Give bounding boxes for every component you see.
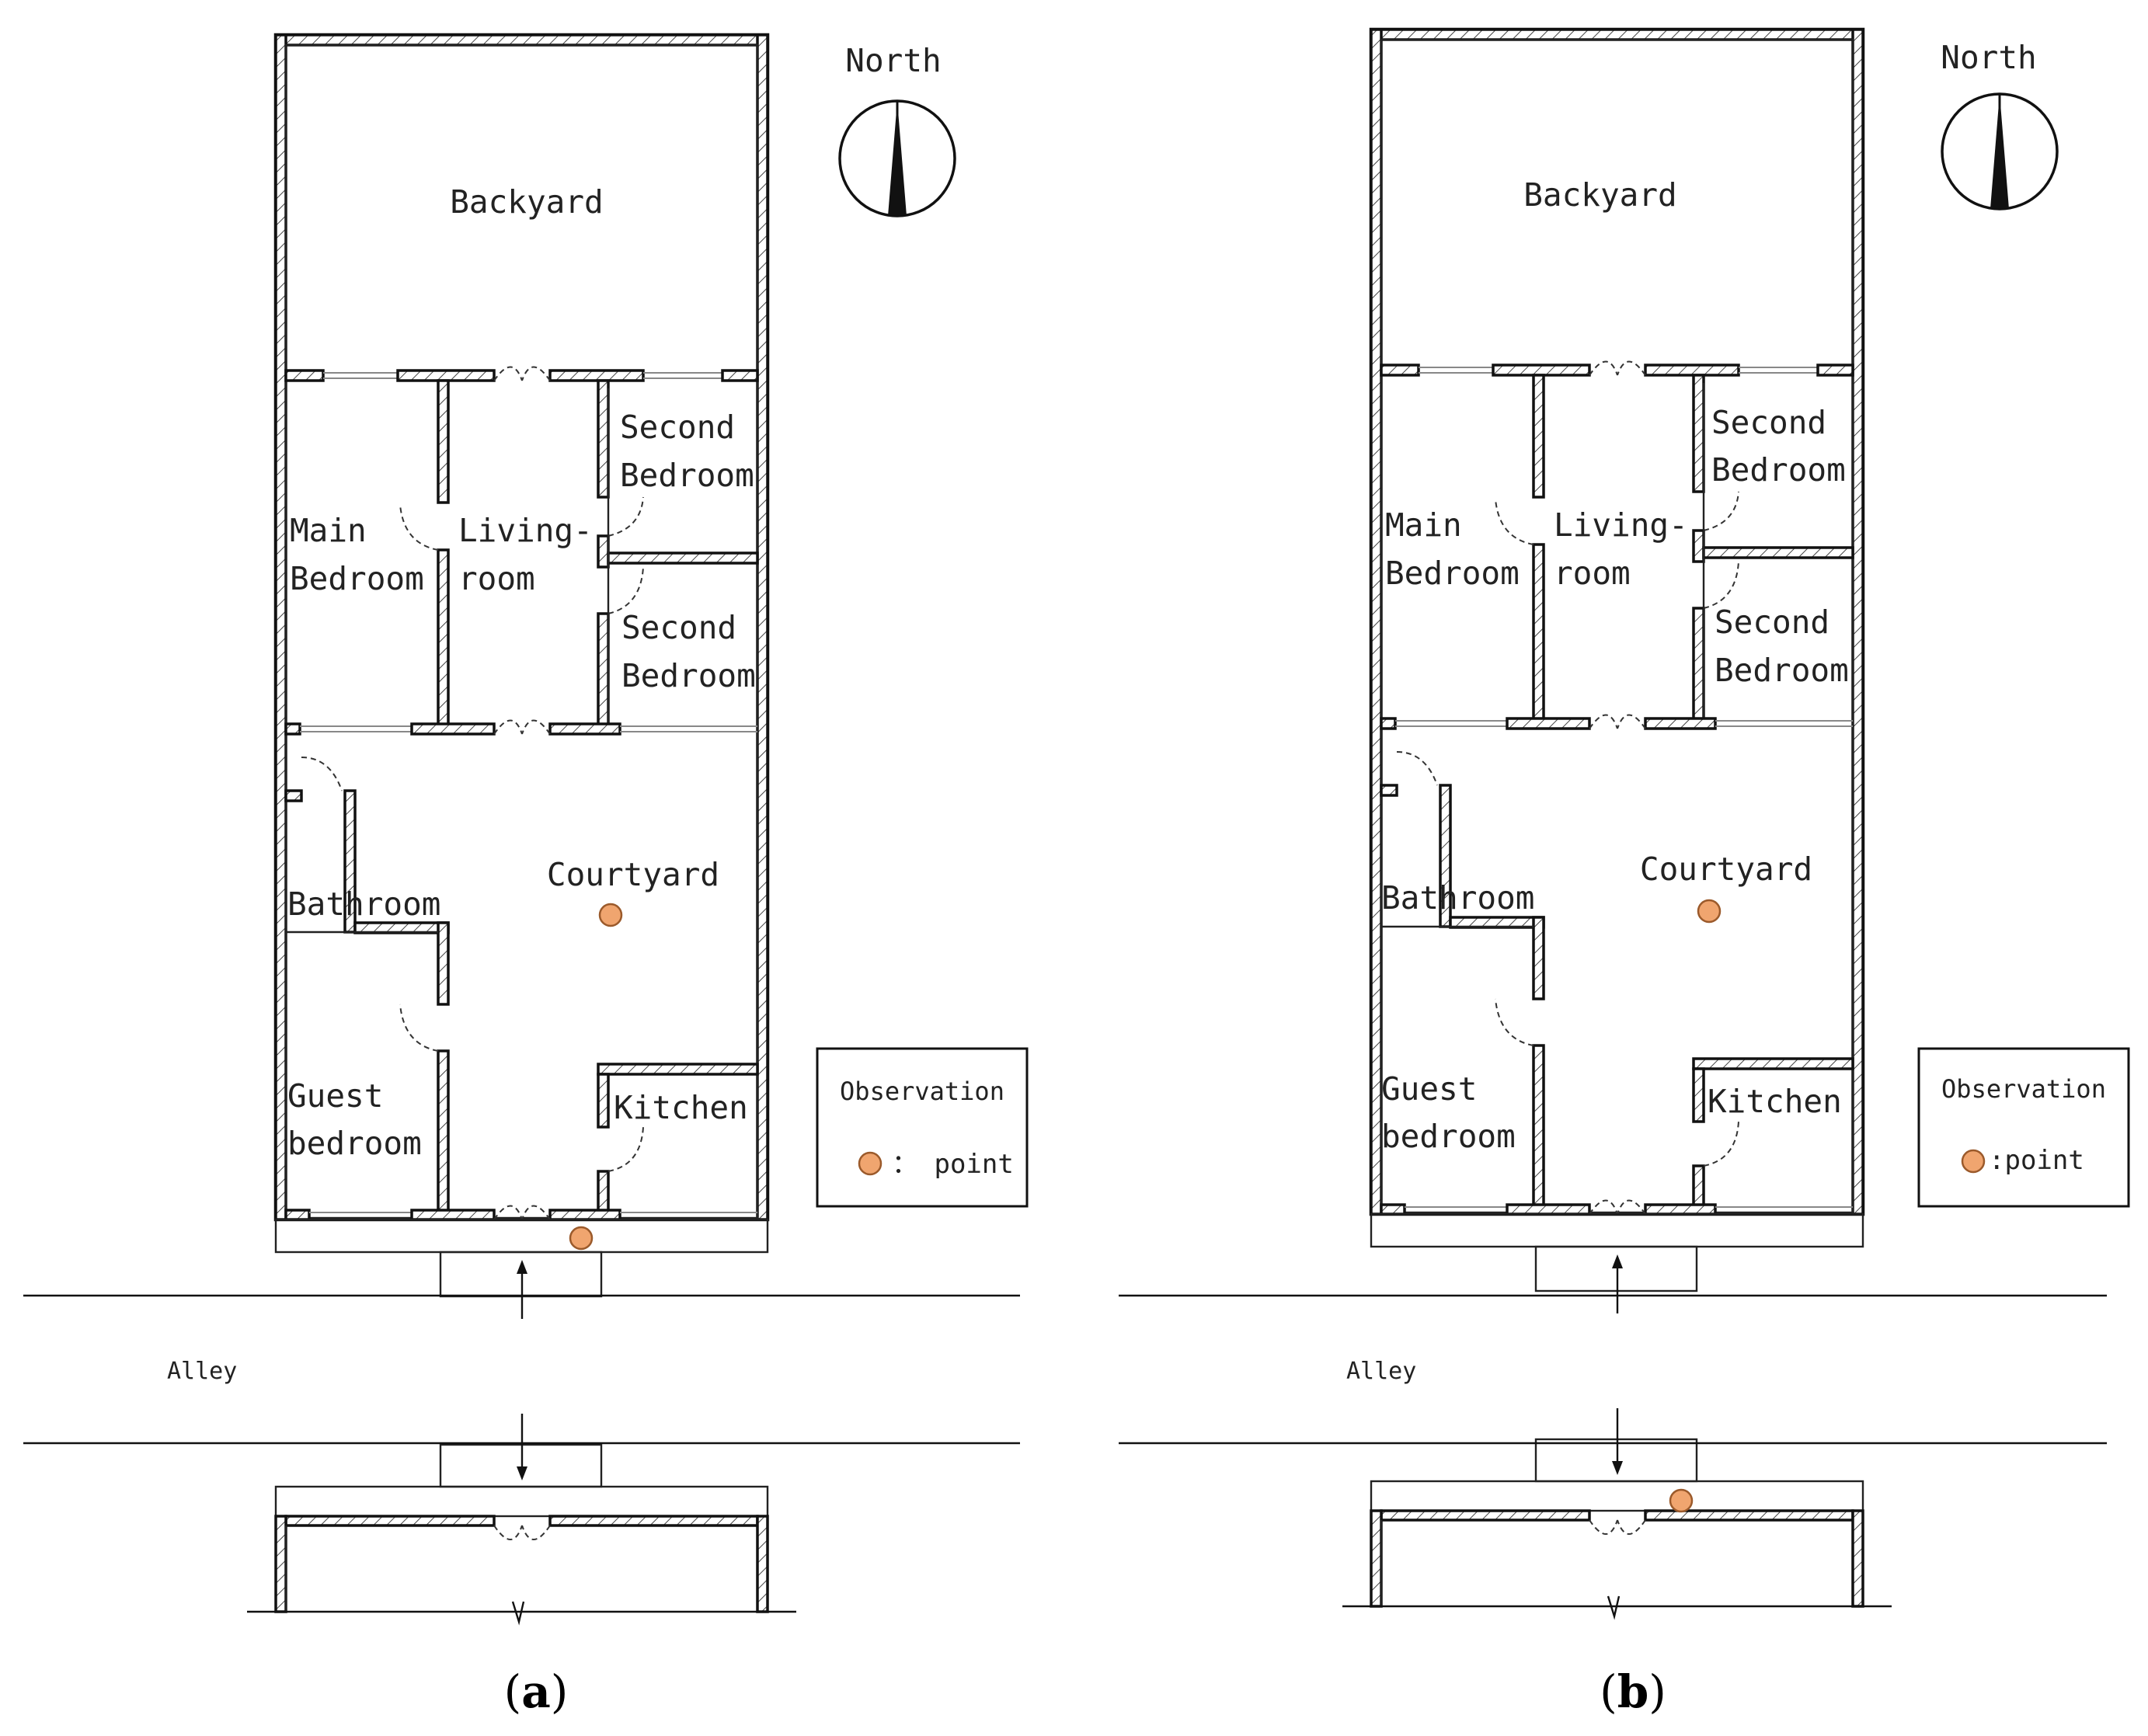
room-second-bedroom-1-line2: Bedroom (620, 457, 754, 494)
legend-box (1917, 1047, 2130, 1208)
room-second-bedroom-1-line1: Second (1711, 404, 1826, 441)
room-living-room-line1: Living- (1554, 506, 1688, 544)
legend-marker-label: ： point (892, 1149, 1014, 1180)
legend-box (816, 1047, 1029, 1208)
room-main-bedroom-line1: Main (1385, 506, 1462, 544)
legend-marker-label: :point (1989, 1145, 2084, 1176)
room-living-room-line2: room (1554, 555, 1631, 592)
north-arrow-icon (838, 99, 956, 217)
room-kitchen: Kitchen (1708, 1083, 1842, 1120)
room-main-bedroom-line2: Bedroom (290, 560, 424, 597)
legend-title: Observation (840, 1077, 1004, 1106)
room-second-bedroom-2-line2: Bedroom (621, 657, 756, 694)
legend-observation-marker (858, 1151, 883, 1176)
alley-label: Alley (167, 1358, 237, 1385)
north-arrow-icon (1941, 92, 2059, 210)
room-backyard: Backyard (1523, 176, 1676, 214)
north-label: North (1941, 39, 2036, 76)
room-second-bedroom-2-line2: Bedroom (1715, 652, 1849, 689)
observation-point-alley-opposite (1669, 1488, 1694, 1513)
room-second-bedroom-2-line1: Second (1715, 604, 1829, 641)
room-guest-bedroom-line1: Guest (287, 1077, 383, 1115)
floor-plan-a (247, 35, 796, 1622)
floor-plan-b (1342, 30, 1892, 1616)
observation-point-courtyard (1697, 899, 1722, 924)
legend-title: Observation (1941, 1074, 2106, 1104)
panel-b: Alley North Backyard Second Bedroom Main… (1119, 30, 2130, 1718)
room-courtyard: Courtyard (547, 856, 719, 893)
north-label: North (845, 42, 941, 79)
room-main-bedroom-line1: Main (290, 512, 367, 549)
room-guest-bedroom-line2: bedroom (287, 1125, 422, 1162)
room-courtyard: Courtyard (1640, 851, 1812, 888)
panel-caption-a: (a) (504, 1665, 569, 1718)
observation-point-courtyard (598, 903, 623, 927)
room-bathroom: Bathroom (1381, 879, 1534, 917)
observation-point-entrance (569, 1226, 594, 1251)
legend-observation-marker (1961, 1149, 1986, 1174)
panel-caption-b: (b) (1600, 1665, 1666, 1718)
room-second-bedroom-1-line1: Second (620, 409, 735, 446)
room-living-room-line2: room (458, 560, 535, 597)
room-second-bedroom-1-line2: Bedroom (1711, 451, 1846, 489)
room-guest-bedroom-line1: Guest (1381, 1070, 1477, 1108)
room-guest-bedroom-line2: bedroom (1381, 1118, 1516, 1155)
room-living-room-line1: Living- (458, 512, 593, 549)
room-kitchen: Kitchen (614, 1089, 748, 1126)
room-main-bedroom-line2: Bedroom (1385, 555, 1520, 592)
room-bathroom: Bathroom (287, 885, 440, 923)
alley-label: Alley (1346, 1358, 1416, 1385)
room-second-bedroom-2-line1: Second (621, 609, 736, 646)
room-backyard: Backyard (450, 183, 603, 221)
panel-a: Alley North Backyard Second Bedroom Main… (23, 35, 1029, 1718)
